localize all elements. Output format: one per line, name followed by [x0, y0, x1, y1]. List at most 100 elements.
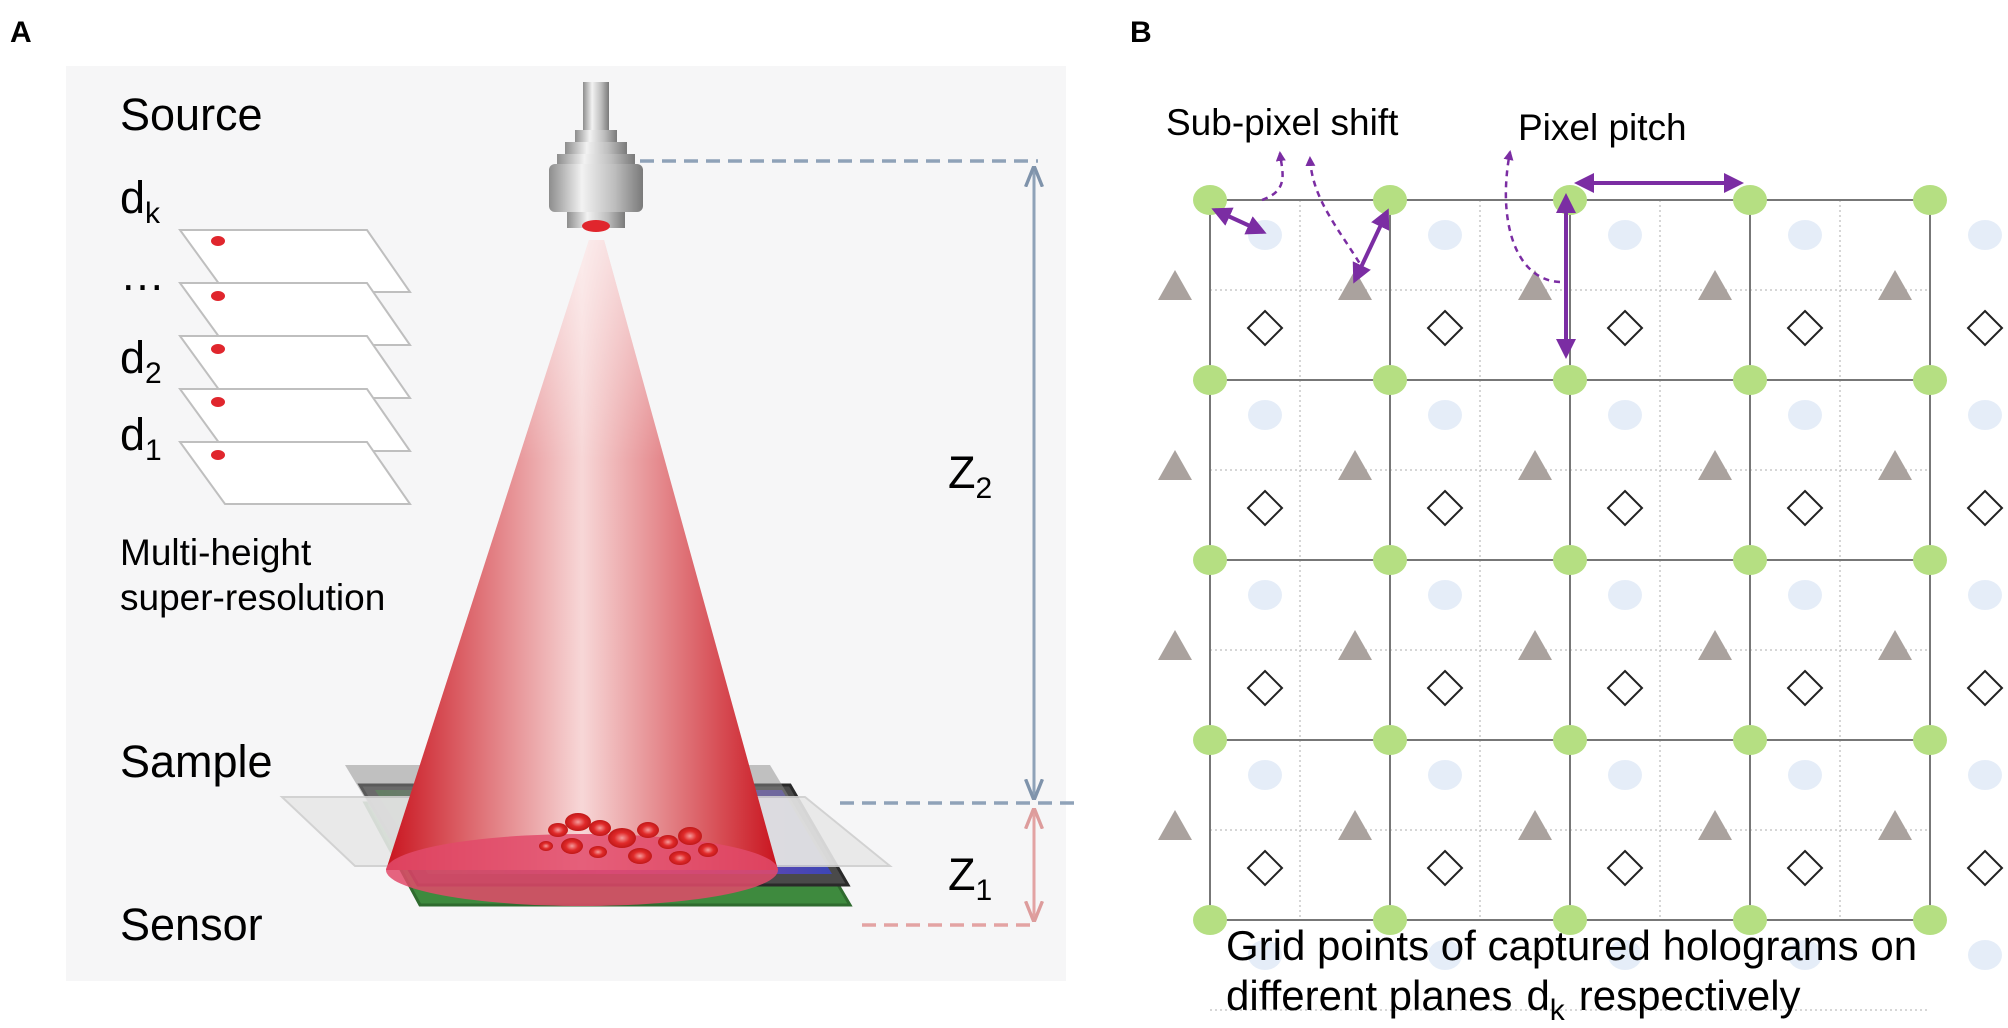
grid-point-marker [1373, 365, 1407, 395]
shift-marker-ellipse [1608, 940, 1642, 970]
shift-marker-diamond [1966, 669, 2004, 707]
shift-marker-triangle [1158, 450, 1192, 480]
label-pixel-pitch: Pixel pitch [1518, 107, 1687, 148]
shift-marker-triangle [1338, 810, 1372, 840]
shift-marker-ellipse [1788, 940, 1822, 970]
plane-lowest [178, 441, 412, 505]
shift-marker-ellipse [1248, 220, 1282, 250]
label-d1: d1 [120, 409, 162, 467]
label-subpixel-shift: Sub-pixel shift [1166, 102, 1399, 143]
label-sensor: Sensor [120, 899, 263, 950]
shift-marker-triangle [1158, 810, 1192, 840]
shift-marker-ellipse [1968, 220, 2002, 250]
z2-marker [640, 159, 1080, 805]
shift-marker-diamond [1966, 309, 2004, 347]
plane-dk [178, 229, 412, 293]
grid-point-marker [1553, 185, 1587, 215]
shift-marker-triangle [1518, 270, 1552, 300]
shift-marker-ellipse [1608, 400, 1642, 430]
grid-point-marker [1193, 185, 1227, 215]
grid-point-marker [1373, 545, 1407, 575]
caption-line-1: Grid points of captured holograms on [1226, 922, 1917, 969]
shift-marker-ellipse [1248, 760, 1282, 790]
label-d2: d2 [120, 332, 162, 390]
shift-marker-ellipse [1608, 580, 1642, 610]
shift-marker-diamond [1426, 309, 1464, 347]
panel-a-letter: A [10, 16, 32, 49]
shift-marker-diamond [1606, 309, 1644, 347]
grid-point-marker [1193, 545, 1227, 575]
shift-marker-ellipse [1248, 580, 1282, 610]
z1-marker [862, 812, 1038, 927]
shift-marker-triangle [1158, 630, 1192, 660]
height-planes [178, 229, 412, 505]
shift-marker-ellipse [1968, 400, 2002, 430]
shift-marker-triangle [1698, 450, 1732, 480]
shift-marker-diamond [1606, 849, 1644, 887]
shift-marker-diamond [1246, 489, 1284, 527]
grid-point-marker [1733, 905, 1767, 935]
shift-marker-triangle [1878, 810, 1912, 840]
shift-marker-diamond [1786, 309, 1824, 347]
grid-point-marker [1553, 545, 1587, 575]
label-source: Source [120, 89, 263, 140]
shift-marker-triangle [1518, 630, 1552, 660]
grid-point-marker [1373, 725, 1407, 755]
shift-marker-ellipse [1428, 220, 1462, 250]
shift-marker-ellipse [1968, 760, 2002, 790]
grid-point-marker [1553, 725, 1587, 755]
grid-point-marker [1553, 365, 1587, 395]
grid-point-marker [1913, 905, 1947, 935]
shift-marker-diamond [1426, 489, 1464, 527]
shift-marker-diamond [1966, 489, 2004, 527]
shift-marker-triangle [1698, 630, 1732, 660]
light-source-icon [549, 82, 643, 232]
grid-point-marker [1733, 725, 1767, 755]
shift-marker-ellipse [1968, 940, 2002, 970]
shift-marker-diamond [1786, 489, 1824, 527]
shift-marker-ellipse [1788, 760, 1822, 790]
shift-marker-triangle [1878, 270, 1912, 300]
pixel-grid [1209, 199, 1931, 1011]
shift-marker-diamond [1606, 669, 1644, 707]
plane-mid [178, 282, 412, 346]
shift-marker-ellipse [1428, 580, 1462, 610]
shift-marker-diamond [1246, 309, 1284, 347]
grid-point-marker [1913, 725, 1947, 755]
shift-marker-ellipse [1248, 940, 1282, 970]
shift-marker-triangle [1338, 270, 1372, 300]
shift-marker-ellipse [1968, 580, 2002, 610]
shift-marker-ellipse [1428, 940, 1462, 970]
grid-point-marker [1193, 365, 1227, 395]
label-dk: dk [120, 172, 161, 230]
shift-marker-diamond [1786, 849, 1824, 887]
grid-point-marker [1553, 905, 1587, 935]
blood-cells [539, 813, 718, 865]
shift-marker-triangle [1338, 630, 1372, 660]
grid-point-marker [1913, 545, 1947, 575]
shift-marker-triangle [1698, 270, 1732, 300]
shift-marker-diamond [1246, 669, 1284, 707]
label-sample: Sample [120, 736, 273, 787]
shift-marker-ellipse [1788, 400, 1822, 430]
shift-marker-diamond [1246, 849, 1284, 887]
grid-point-marker [1913, 185, 1947, 215]
label-z1: Z1 [948, 849, 992, 907]
label-multi-height: Multi-height [120, 532, 312, 573]
shift-marker-ellipse [1788, 580, 1822, 610]
shift-marker-ellipse [1248, 400, 1282, 430]
shift-marker-triangle [1878, 630, 1912, 660]
grid-point-marker [1193, 725, 1227, 755]
label-super-resolution: super-resolution [120, 577, 385, 618]
shift-marker-diamond [1786, 669, 1824, 707]
shift-marker-triangle [1338, 450, 1372, 480]
grid-markers [1158, 185, 2004, 970]
shift-marker-diamond [1966, 849, 2004, 887]
shift-marker-triangle [1698, 810, 1732, 840]
plane-d2 [178, 335, 412, 399]
subpixel-shift-arrows [1211, 151, 1390, 284]
panel-b: B Sub-pixel shift Pixel pitch Grid point… [1130, 16, 2004, 1027]
panel-a: A [10, 16, 1080, 981]
grid-point-marker [1733, 545, 1767, 575]
